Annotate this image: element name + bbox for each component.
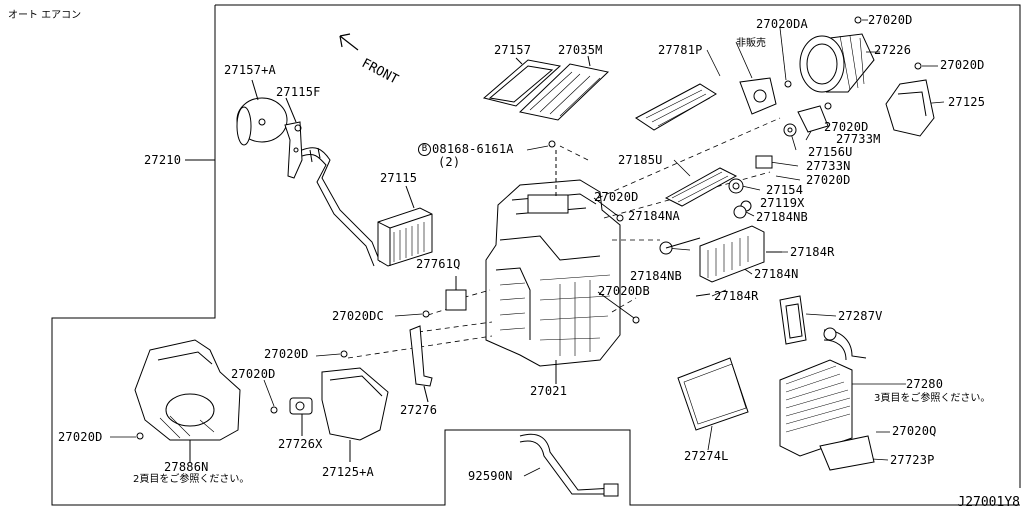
label-27761Q: 27761Q — [416, 257, 461, 271]
bracket-27276-drawing — [409, 325, 433, 403]
label-27020D-lower-left: 27020D — [58, 430, 103, 444]
label-27184R-lower: 27184R — [714, 289, 759, 303]
door-27184N-drawing — [665, 225, 765, 283]
duct-27125A-drawing — [321, 367, 389, 462]
label-27210: 27210 — [144, 153, 182, 167]
blower-motor-27157A-drawing — [236, 79, 288, 146]
label-27125A: 27125+A — [322, 465, 374, 479]
note-see-page3: 3頁目をご参照ください。 — [874, 393, 991, 404]
evaporator-27280-drawing — [779, 327, 867, 457]
bolt-circle-b-icon: B — [418, 143, 431, 156]
duct-27125-drawing — [885, 79, 935, 137]
vent-grille-27781P-drawing — [635, 83, 717, 131]
label-08168-quantity: (2) — [438, 155, 461, 169]
label-27781P: 27781P — [658, 43, 703, 57]
label-27021: 27021 — [530, 384, 568, 398]
label-27184NA: 27184NA — [628, 209, 680, 223]
motor-27020DA-drawing — [739, 77, 777, 115]
label-27020D-mid-right: 27020D — [824, 120, 869, 134]
label-27733M: 27733M — [836, 132, 881, 146]
label-27226: 27226 — [874, 43, 912, 57]
drawing-id: J27001Y8 — [957, 495, 1020, 510]
heater-core-27115-drawing — [377, 185, 433, 267]
label-not-for-sale: 非販売 — [736, 38, 766, 49]
main-unit-27021-drawing — [485, 150, 621, 384]
label-27020DB: 27020DB — [598, 284, 650, 298]
label-27184R-upper: 27184R — [790, 245, 835, 259]
link-27733M-drawing — [797, 105, 829, 133]
label-27726X: 27726X — [278, 437, 323, 451]
label-27020Q: 27020Q — [892, 424, 937, 438]
filter-27035M-drawing — [518, 55, 610, 121]
label-27119X: 27119X — [760, 196, 805, 210]
pipe-92590N-drawing — [519, 433, 619, 497]
fan-27226-drawing — [799, 33, 875, 93]
label-27020D-mid-left: 27020D — [231, 367, 276, 381]
label-27020D-center: 27020D — [594, 190, 639, 204]
sensor-27761Q-drawing — [445, 276, 467, 311]
label-27020D-right: 27020D — [940, 58, 985, 72]
label-92590N: 92590N — [468, 469, 513, 483]
label-27184NB-upper: 27184NB — [756, 210, 808, 224]
label-27184NB-lower: 27184NB — [630, 269, 682, 283]
label-27154: 27154 — [766, 183, 804, 197]
gear-27156U-drawing — [783, 123, 797, 137]
pins-27184R-drawing — [695, 251, 782, 297]
label-27184N: 27184N — [754, 267, 799, 281]
label-27157: 27157 — [494, 43, 532, 57]
seal-27287V-drawing — [779, 295, 807, 345]
label-27035M: 27035M — [558, 43, 603, 57]
screw-markers — [136, 16, 922, 440]
actuator-27726X-drawing — [289, 397, 313, 436]
label-27733N: 27733N — [806, 159, 851, 173]
filter-27274L-drawing — [677, 357, 749, 431]
label-27723P: 27723P — [890, 453, 935, 467]
actuator-27733N-drawing — [755, 155, 773, 169]
label-27020D-top-right: 27020D — [868, 13, 913, 27]
assembly-boundary — [215, 4, 1021, 488]
blower-case-27886N-drawing — [134, 339, 241, 462]
cam-27154-drawing — [728, 178, 744, 194]
label-27287V: 27287V — [838, 309, 883, 323]
front-arrow — [339, 33, 359, 51]
label-27274L: 27274L — [684, 449, 729, 463]
header-note: オート エアコン — [8, 10, 82, 21]
label-27020DA: 27020DA — [756, 17, 808, 31]
label-27125: 27125 — [948, 95, 986, 109]
label-27280: 27280 — [906, 377, 944, 391]
cover-27723P-drawing — [819, 435, 875, 471]
assembly-boundary-left — [51, 5, 1020, 506]
gear-27184NB-drawing — [659, 205, 747, 255]
label-27156U: 27156U — [808, 145, 853, 159]
label-27185U: 27185U — [618, 153, 663, 167]
label-27020D-lower-right: 27020D — [806, 173, 851, 187]
label-27020DC: 27020DC — [332, 309, 384, 323]
label-27276: 27276 — [400, 403, 438, 417]
bolt-part-number: 08168-6161A — [432, 142, 514, 156]
note-see-page2: 2頁目をご参照ください。 — [133, 474, 250, 485]
bracket-27115F-drawing — [284, 97, 303, 179]
label-27886N: 27886N — [164, 460, 209, 474]
label-27115F: 27115F — [276, 85, 321, 99]
label-27157A: 27157+A — [224, 63, 276, 77]
label-27020D-upper-left: 27020D — [264, 347, 309, 361]
label-27115: 27115 — [380, 171, 418, 185]
filter-27157-drawing — [482, 57, 562, 107]
heater-pipes-drawing — [301, 147, 381, 267]
door-27185U-drawing — [664, 167, 738, 207]
